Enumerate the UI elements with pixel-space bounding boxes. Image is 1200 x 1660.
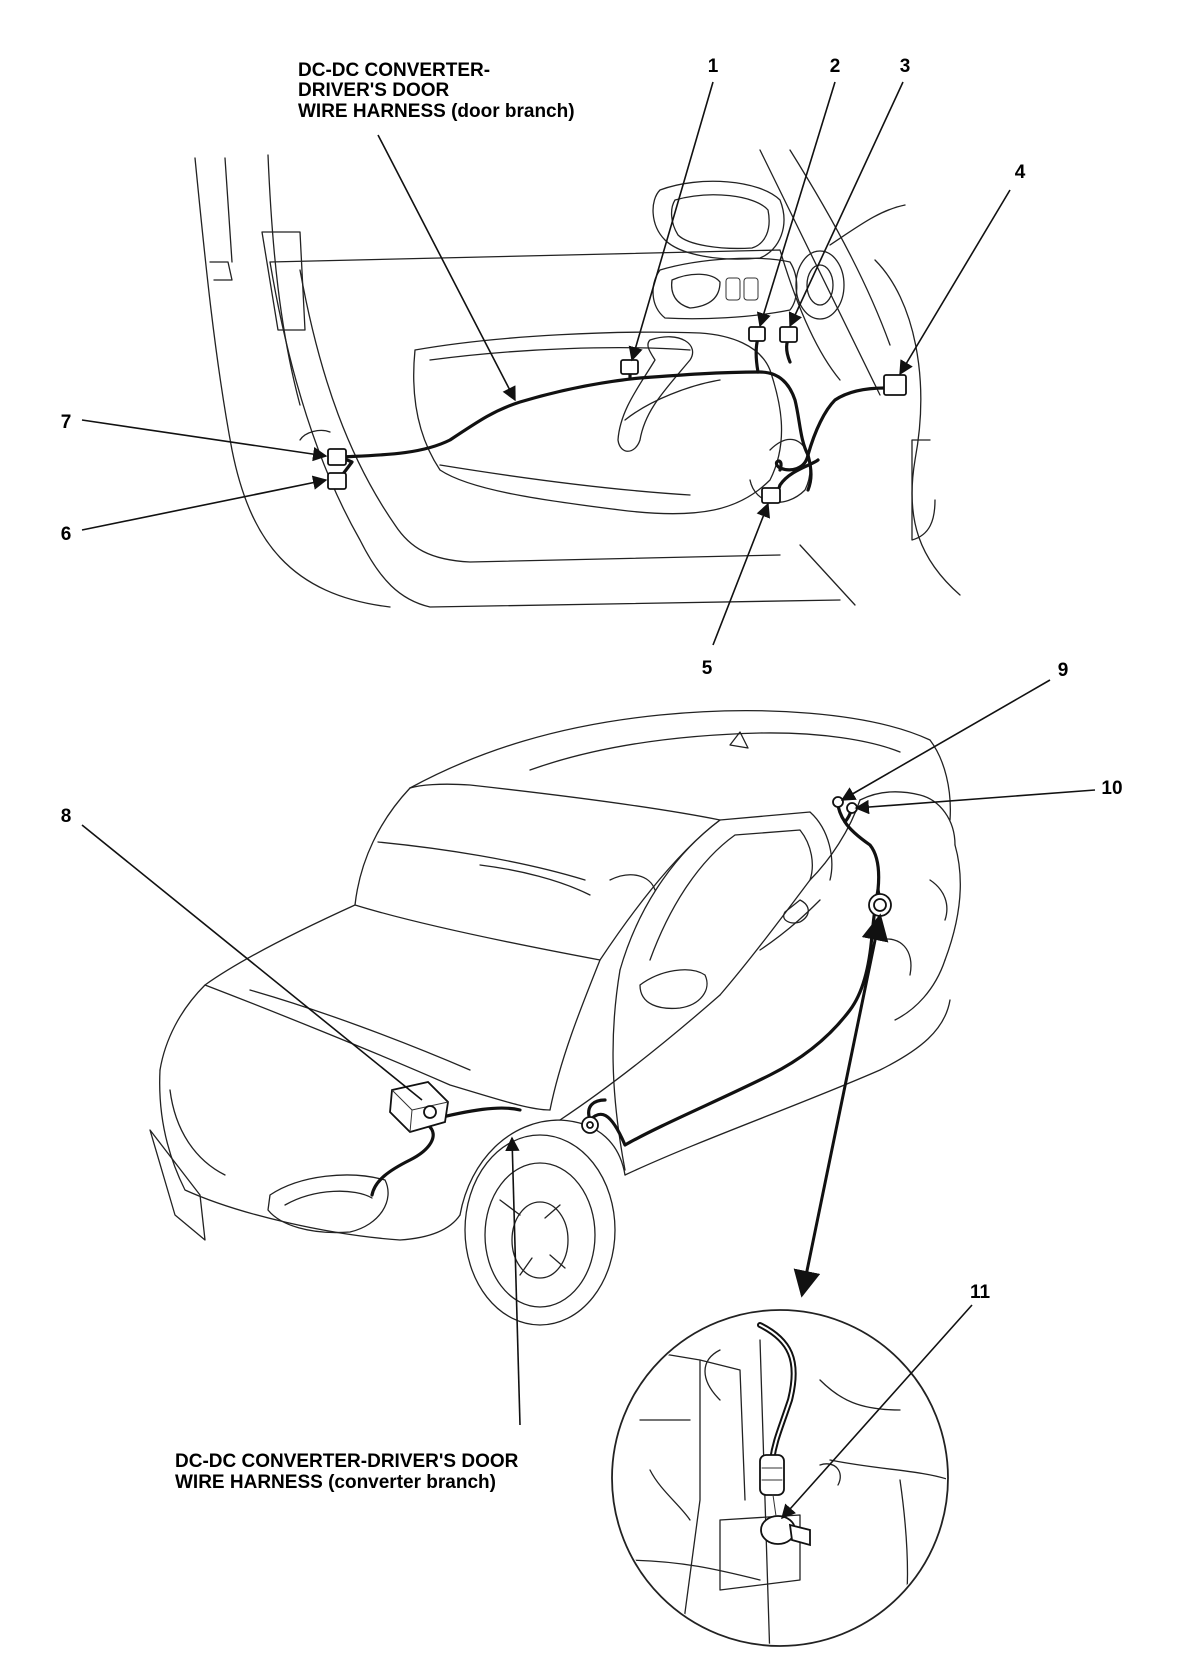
connector-1 (620, 359, 639, 375)
converter-branch-label-line2: WIRE HARNESS (converter branch) (175, 1472, 496, 1493)
ground-detail-inset (611, 1309, 949, 1647)
leader-9 (840, 679, 1051, 801)
door-branch-label-line3: WIRE HARNESS (door branch) (298, 101, 575, 122)
door-branch-label-line1: DC-DC CONVERTER- (298, 60, 490, 81)
leader-10 (854, 789, 1096, 815)
converter-branch-harness (370, 798, 883, 1197)
callout-10: 10 (1101, 778, 1122, 799)
door-panel-illustration (194, 149, 961, 608)
callout-6: 6 (61, 524, 72, 545)
callout-2: 2 (830, 56, 841, 77)
callout-7: 7 (61, 412, 72, 433)
car-connectors (389, 796, 892, 1134)
dc-dc-converter (389, 1081, 449, 1134)
leader-11 (781, 1304, 973, 1520)
car-illustration (149, 710, 961, 1326)
leader-1 (628, 81, 714, 362)
callout-4: 4 (1015, 162, 1026, 183)
connector-2 (748, 326, 766, 342)
door-connectors (327, 326, 907, 504)
door-branch-label-line2: DRIVER'S DOOR (298, 80, 450, 101)
connector-4 (883, 374, 907, 396)
door-branch-harness (338, 333, 887, 502)
callout-3: 3 (900, 56, 911, 77)
callout-8: 8 (61, 806, 72, 827)
leader-2 (756, 81, 836, 328)
leader-4 (899, 189, 1011, 376)
labels: DC-DC CONVERTER- DRIVER'S DOOR WIRE HARN… (61, 56, 1123, 1493)
leader-3 (788, 81, 904, 328)
leader-converter-branch (505, 1136, 521, 1426)
leader-door-branch (377, 134, 516, 402)
connector-6 (327, 472, 347, 490)
leader-7 (81, 419, 328, 462)
leader-6 (81, 475, 328, 531)
connector-7 (327, 448, 347, 466)
callout-5: 5 (702, 658, 713, 679)
leader-8 (81, 824, 423, 1101)
leader-5 (712, 502, 770, 646)
connector-10 (846, 802, 858, 814)
connector-9 (832, 796, 844, 808)
leader-lines (81, 81, 1096, 1520)
callout-1: 1 (708, 56, 719, 77)
callout-9: 9 (1058, 660, 1069, 681)
detail-arrow (793, 913, 889, 1298)
callout-11: 11 (970, 1282, 991, 1303)
connector-3 (779, 326, 798, 343)
connector-5 (761, 487, 781, 504)
converter-branch-label-line1: DC-DC CONVERTER-DRIVER'S DOOR (175, 1451, 519, 1472)
